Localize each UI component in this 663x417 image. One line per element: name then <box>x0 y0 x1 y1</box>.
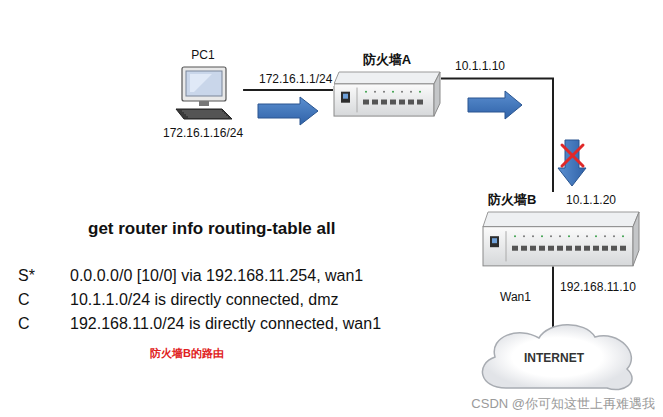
cloud-node: INTERNET <box>471 318 643 392</box>
interface-ip: 172.16.1.1/24 <box>257 72 334 86</box>
watermark: CSDN @你可知这世上再难遇我 <box>471 396 655 412</box>
fw-icon <box>333 71 441 117</box>
route-entry: 10.1.1.0/24 is directly connected, dmz <box>70 290 339 309</box>
node-address: 172.16.1.16/24 <box>163 126 243 140</box>
flow-arrow <box>468 91 522 119</box>
flow-arrow <box>258 97 318 125</box>
fw-icon <box>482 211 640 267</box>
route-code: C <box>18 290 30 309</box>
interface-name: Wan1 <box>500 290 531 304</box>
pc-icon <box>172 65 234 123</box>
node-title: 防火墙B <box>482 192 536 208</box>
route-code: C <box>18 314 30 333</box>
interface-ip: 192.168.11.10 <box>560 280 636 294</box>
pc-node: PC1 172.16.1.16/24 <box>163 48 243 144</box>
route-code: S* <box>18 266 35 285</box>
blocked-arrow <box>558 140 586 186</box>
route-entry: 0.0.0.0/0 [10/0] via 192.168.11.254, wan… <box>70 266 363 285</box>
node-title: 防火墙A <box>363 52 411 68</box>
network-link <box>243 89 333 91</box>
node-title: INTERNET <box>524 351 584 365</box>
caption-note: 防火墙B的路由 <box>150 347 224 360</box>
block-cross <box>562 145 583 166</box>
network-link <box>552 267 554 330</box>
route-entry: 192.168.11.0/24 is directly connected, w… <box>70 314 381 333</box>
firewall-node: 防火墙A <box>333 52 441 117</box>
node-title: PC1 <box>191 48 214 62</box>
interface-ip: 10.1.1.10 <box>455 59 505 73</box>
command-text: get router info routing-table all <box>88 219 335 239</box>
network-link <box>441 79 553 192</box>
interface-ip: 10.1.1.20 <box>566 193 616 207</box>
firewall-node: 防火墙B <box>482 192 640 267</box>
